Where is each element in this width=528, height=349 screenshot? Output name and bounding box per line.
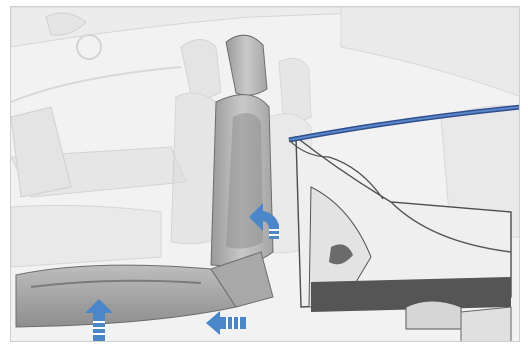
illustration-frame — [10, 6, 520, 342]
seat-illustration — [11, 7, 520, 342]
